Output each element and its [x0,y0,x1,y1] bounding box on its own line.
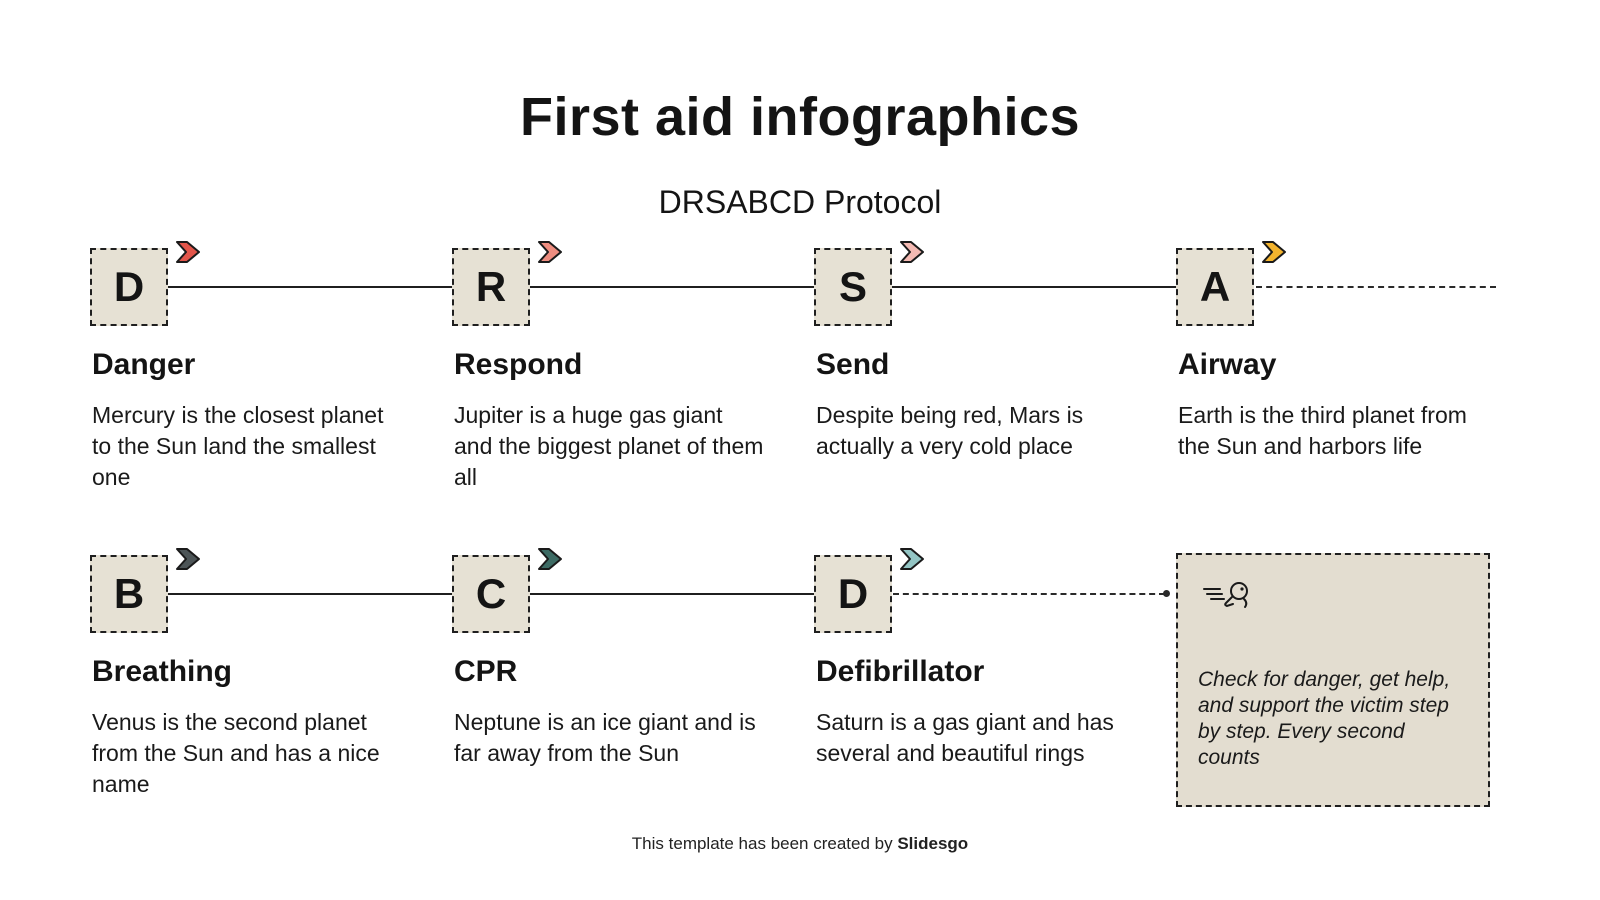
chevron-arrow-icon [538,548,562,570]
step-title: Send [816,348,890,381]
step-description: Mercury is the closest planet to the Sun… [92,402,384,490]
step-letter: B [113,570,145,617]
step-letter: D [837,570,869,617]
footer-text: This template has been created by [631,834,898,853]
step-description: Jupiter is a huge gas giant and the bigg… [454,402,764,490]
chevron-arrow-icon [900,548,924,570]
step-description: Neptune is an ice giant and is far away … [454,709,756,766]
chevron-arrow-icon [1262,241,1286,263]
step-letter-box: A [1176,248,1254,326]
step-letter-box: D [90,248,168,326]
rescue-breathing-icon [1203,582,1248,608]
chevron-arrow-icon [176,548,200,570]
connector-line-dashed [893,593,1165,595]
step-title: CPR [454,655,518,688]
step-letter: D [113,263,145,310]
step-letter-box: S [814,248,892,326]
chevron-arrow-icon [176,241,200,263]
step-letter-box: C [452,555,530,633]
chevron-arrow-icon [900,241,924,263]
step-title: Respond [454,348,583,381]
step-description: Saturn is a gas giant and has several an… [816,709,1114,766]
step-description: Despite being red, Mars is actually a ve… [816,402,1084,459]
step-letter: S [838,263,867,310]
step-letter: A [1199,263,1231,310]
step-title: Airway [1178,348,1277,381]
footer-credit: This template has been created by Slides… [0,834,1600,854]
step-letter-box: R [452,248,530,326]
step-description: Earth is the third planet from the Sun a… [1178,402,1467,459]
step-letter-box: B [90,555,168,633]
footer-brand: Slidesgo [897,834,969,853]
step-letter: R [475,263,507,310]
connector-end-dot [1163,590,1170,597]
subtitle: DRSABCD Protocol [658,184,942,220]
step-letter: C [475,570,507,617]
step-title: Breathing [92,655,233,688]
step-title: Danger [92,348,196,381]
connector-line-dashed [1256,286,1496,288]
note-text: Check for danger, get help, and support … [1198,668,1451,769]
step-title: Defibrillator [816,655,985,688]
page-title: First aid infographics [519,87,1081,147]
connector-line [129,286,1214,288]
step-description: Venus is the second planet from the Sun … [92,709,380,797]
chevron-arrow-icon [538,241,562,263]
step-letter-box: D [814,555,892,633]
note-panel: Check for danger, get help, and support … [1176,553,1490,807]
